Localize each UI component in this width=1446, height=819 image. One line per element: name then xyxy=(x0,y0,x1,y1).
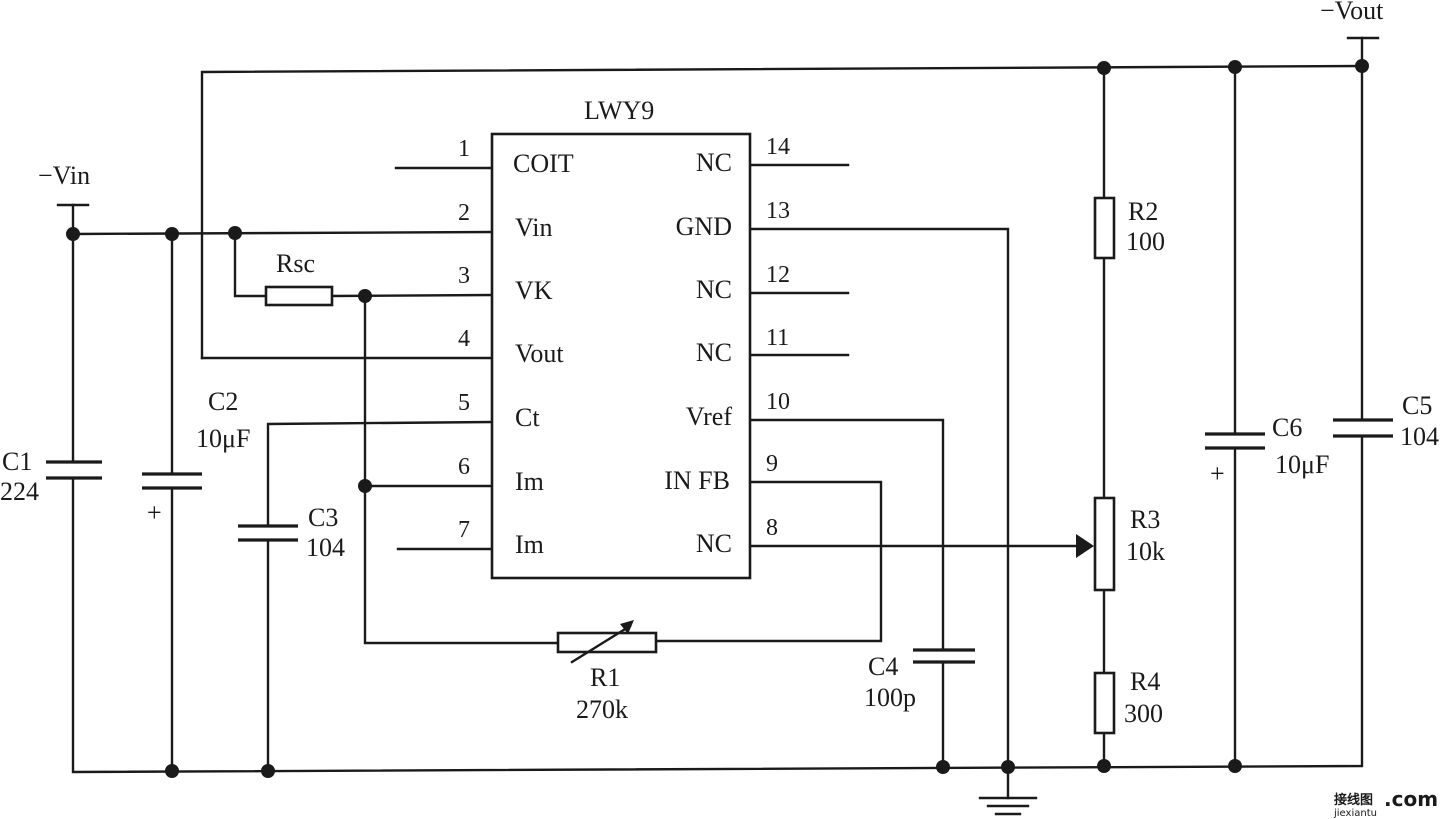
c6-polarity: + xyxy=(1210,459,1225,488)
ic-name: LWY9 xyxy=(584,96,654,125)
rsc-resistor xyxy=(264,285,334,307)
c4-name: C4 xyxy=(868,652,898,681)
c3-value: 104 xyxy=(306,533,345,562)
c4-capacitor xyxy=(913,648,975,664)
rsc-left-wire xyxy=(233,231,268,298)
c5-name: C5 xyxy=(1402,391,1432,420)
vin-terminal-label: −Vin xyxy=(38,161,90,190)
pin-name: Im xyxy=(515,530,544,559)
c3-capacitor xyxy=(238,524,298,542)
c2-value: 10μF xyxy=(196,424,250,453)
watermark-tld: .com xyxy=(1384,787,1438,811)
r3-value: 10k xyxy=(1126,537,1165,566)
pin-number: 12 xyxy=(766,262,790,288)
c2-name: C2 xyxy=(208,387,238,416)
rsc-right-wire xyxy=(330,293,494,298)
r3-wiper-arrow xyxy=(1076,534,1094,558)
c1-value: 224 xyxy=(0,477,39,506)
pin-name: NC xyxy=(696,275,732,304)
pin5-c3-wire xyxy=(266,420,494,528)
pin-name: Vout xyxy=(515,339,564,368)
pin-name: IN FB xyxy=(664,466,730,495)
pin-name: Im xyxy=(515,467,544,496)
pin-number: 7 xyxy=(458,517,470,543)
pin-number: 2 xyxy=(458,200,470,226)
watermark-domain: jiexiantu xyxy=(1333,808,1377,819)
pin-name: COIT xyxy=(513,149,574,178)
r1-value: 270k xyxy=(576,695,628,724)
pin-name: Vin xyxy=(515,213,552,242)
c2-polarity: + xyxy=(147,498,162,527)
ic-lwy9: LWY9 xyxy=(490,96,752,580)
vout-rail-wire xyxy=(200,64,1364,360)
r2-resistor xyxy=(1093,196,1116,260)
c3-name: C3 xyxy=(308,503,338,532)
pin-name: Ct xyxy=(515,403,540,432)
r3-resistor xyxy=(1093,496,1116,592)
ground-symbol xyxy=(978,796,1038,816)
c2-capacitor xyxy=(142,472,202,490)
pin-number: 14 xyxy=(766,134,790,160)
pin-number: 1 xyxy=(458,136,470,162)
rsc-name: Rsc xyxy=(276,249,315,278)
r4-resistor xyxy=(1093,671,1116,735)
pin-number: 13 xyxy=(766,198,790,224)
c6-name: C6 xyxy=(1272,413,1302,442)
r1-name: R1 xyxy=(590,663,620,692)
pin-number: 10 xyxy=(766,389,790,415)
c1-name: C1 xyxy=(2,447,32,476)
c1-capacitor xyxy=(46,460,102,480)
c6-value: 10μF xyxy=(1275,450,1329,479)
pin-name: GND xyxy=(676,212,732,241)
c6-capacitor xyxy=(1205,432,1265,450)
vout-terminal-label: −Vout xyxy=(1320,0,1384,25)
pin-number: 4 xyxy=(458,326,470,352)
pin-number: 9 xyxy=(766,451,778,477)
pin6-r1-wire xyxy=(363,294,560,645)
r2-value: 100 xyxy=(1126,227,1165,256)
ic-body xyxy=(490,132,752,580)
pin-name: VK xyxy=(515,276,553,305)
pin-number: 3 xyxy=(458,263,470,289)
pin10-c4-wire xyxy=(748,418,945,652)
c5-value: 104 xyxy=(1400,422,1439,451)
junction-dots xyxy=(66,59,1369,778)
r4-name: R4 xyxy=(1130,667,1160,696)
c5-capacitor xyxy=(1333,418,1393,438)
pin-name: Vref xyxy=(686,402,732,431)
r3-name: R3 xyxy=(1130,505,1160,534)
pin-number: 11 xyxy=(766,325,789,351)
c4-value: 100p xyxy=(864,683,916,712)
vin-line-wire xyxy=(71,230,494,236)
r4-value: 300 xyxy=(1124,699,1163,728)
pin-number: 6 xyxy=(458,454,470,480)
site-watermark: 接线图 .com jiexiantu xyxy=(1333,787,1438,819)
pin13-gnd-wire xyxy=(748,227,1010,800)
pin-name: NC xyxy=(696,148,732,177)
pin-number: 8 xyxy=(766,515,778,541)
pin-name: NC xyxy=(696,338,732,367)
ground-rail-wire xyxy=(71,434,1364,774)
r1-pin9-wire xyxy=(654,480,883,643)
watermark-brand: 接线图 xyxy=(1334,792,1373,808)
pin-number: 5 xyxy=(458,390,470,416)
pin-name: NC xyxy=(696,529,732,558)
r1-variable-resistor xyxy=(556,620,658,664)
r2-name: R2 xyxy=(1128,197,1158,226)
